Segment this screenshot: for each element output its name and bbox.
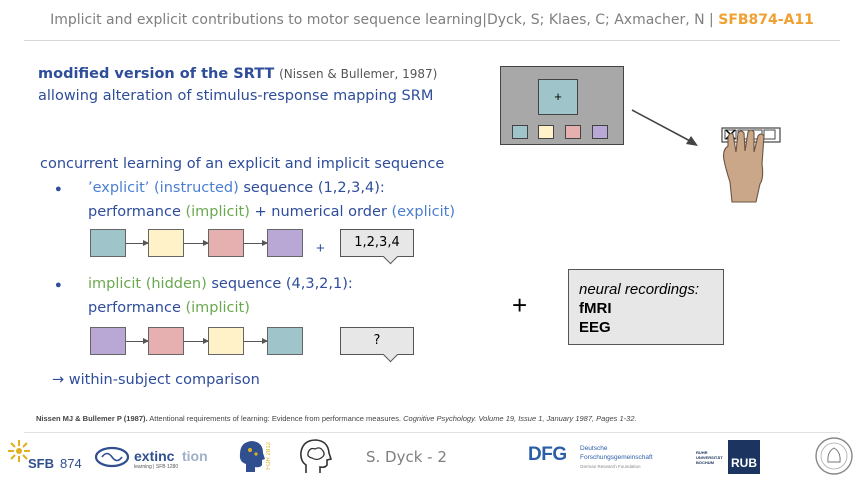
rub-small-3: BOCHUM xyxy=(696,460,714,465)
reference-journal: Cognitive Psychology. Volume 19, Issue 1… xyxy=(403,414,637,423)
response-square xyxy=(512,125,528,139)
stimulus-box xyxy=(90,327,126,355)
plus-sign: + xyxy=(316,240,325,257)
task-screen: + xyxy=(500,66,624,145)
stimulus-box xyxy=(90,229,126,257)
stimulus-box xyxy=(148,229,184,257)
extinction-text-b: tion xyxy=(182,448,208,464)
sfb-number: 874 xyxy=(60,456,82,471)
citation: (Nissen & Bullemer, 1987) xyxy=(279,67,438,81)
stimulus-box xyxy=(267,327,303,355)
footer-divider xyxy=(24,432,840,433)
performance-label: performance xyxy=(88,300,181,316)
explicit-callout: 1,2,3,4 xyxy=(340,229,414,257)
head-profile-icon xyxy=(239,441,265,472)
implicit-sequence: sequence (4,3,2,1): xyxy=(211,276,353,292)
response-square xyxy=(565,125,581,139)
intro-line2: allowing alteration of stimulus-response… xyxy=(38,88,434,104)
dfg-logo: DFG Deutsche Forschungsgemeinschaft Germ… xyxy=(528,442,678,474)
reference-title: Attentional requirements of learning: Ev… xyxy=(149,414,402,423)
bullet-2-line2: performance (implicit) xyxy=(88,300,250,316)
dfg-line2: Forschungsgemeinschaft xyxy=(580,454,653,461)
plus-sign-large: + xyxy=(512,290,528,320)
header-title: Implicit and explicit contributions to m… xyxy=(50,12,714,28)
brain-icon xyxy=(94,446,130,468)
stimulus-box xyxy=(267,229,303,257)
explicit-tag: (explicit) xyxy=(391,204,455,220)
explicit-label: ’explicit’ (instructed) xyxy=(88,180,239,196)
sfb-text: SFB xyxy=(28,456,54,471)
dfg-line3: German Research Foundation xyxy=(580,464,641,469)
neural-eeg: EEG xyxy=(579,319,611,336)
head-brain-icon xyxy=(300,439,332,473)
for2812-logo: FOR 2812 xyxy=(236,436,276,476)
comparison-note: → within-subject comparison xyxy=(52,372,260,388)
university-seal-icon xyxy=(815,437,853,475)
stimulus-box xyxy=(208,327,244,355)
hand-keyboard-icon xyxy=(721,127,781,203)
performance-label: performance xyxy=(88,204,181,220)
for-label: FOR 2812 xyxy=(266,442,272,470)
stimulus-box xyxy=(208,229,244,257)
reference: Nissen MJ & Bullemer P (1987). Attention… xyxy=(36,414,637,423)
implicit-tag: (implicit) xyxy=(185,204,250,220)
dfg-line1: Deutsche xyxy=(580,445,608,452)
bullet-2-line1: implicit (hidden) sequence (4,3,2,1): xyxy=(88,276,353,292)
bullet-1-line1: ’explicit’ (instructed) sequence (1,2,3,… xyxy=(88,180,385,196)
header-divider xyxy=(24,40,840,41)
neural-title: neural recordings: xyxy=(579,281,700,298)
sequence-arrow xyxy=(184,338,209,344)
sequence-arrow xyxy=(126,240,149,246)
slide-number: S. Dyck - 2 xyxy=(366,448,447,466)
sequence-arrow xyxy=(126,338,149,344)
sequence-arrow xyxy=(244,338,268,344)
reference-authors: Nissen MJ & Bullemer P (1987). xyxy=(36,414,148,423)
bullet-1-line2: performance (implicit) + numerical order… xyxy=(88,204,455,220)
slide-header: Implicit and explicit contributions to m… xyxy=(0,0,864,40)
response-square xyxy=(592,125,608,139)
rub-badge: RUB xyxy=(728,440,760,474)
sfb874-logo: SFB 874 xyxy=(6,438,84,474)
response-arrow xyxy=(631,109,698,146)
rub-small-1: RUHR xyxy=(696,450,708,455)
extinction-subtitle: learning | SFB 1280 xyxy=(134,464,179,470)
extinction-text-a: extinc xyxy=(134,448,175,464)
rub-logo: RUHR UNIVERSITÄT BOCHUM RUB xyxy=(696,440,766,474)
dfg-text: DFG xyxy=(528,444,567,465)
implicit-label: implicit (hidden) xyxy=(88,276,207,292)
numerical-order-label: + numerical order xyxy=(254,204,387,220)
concurrent-heading: concurrent learning of an explicit and i… xyxy=(40,156,445,172)
implicit-tag: (implicit) xyxy=(185,300,250,316)
sequence-arrow xyxy=(244,240,268,246)
neural-recordings-box: neural recordings: fMRI EEG xyxy=(568,269,724,345)
project-code: SFB874-A11 xyxy=(718,12,814,28)
sequence-arrow xyxy=(184,240,209,246)
intro-heading: modified version of the SRTT (Nissen & B… xyxy=(38,64,437,82)
extinction-logo: extinc tion learning | SFB 1280 xyxy=(94,442,224,472)
neural-fmri: fMRI xyxy=(579,300,612,317)
fixation-cross: + xyxy=(538,79,578,115)
stimulus-box xyxy=(148,327,184,355)
sfb-burst-icon xyxy=(8,440,30,462)
response-square xyxy=(538,125,554,139)
bullet-1: ● xyxy=(55,183,62,195)
srtt-label: modified version of the SRTT xyxy=(38,66,275,82)
bullet-2: ● xyxy=(55,279,62,291)
explicit-sequence: sequence (1,2,3,4): xyxy=(243,180,385,196)
rub-small-2: UNIVERSITÄT xyxy=(696,455,723,460)
implicit-callout: ? xyxy=(340,327,414,355)
